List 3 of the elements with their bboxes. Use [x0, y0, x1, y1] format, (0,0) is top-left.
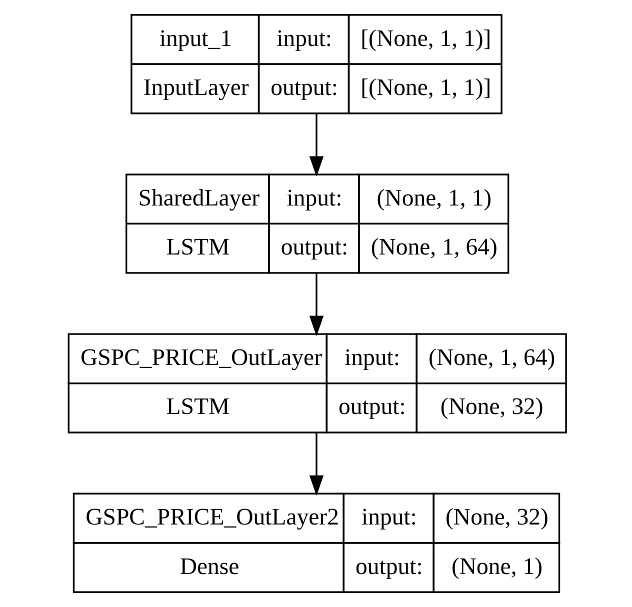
arrow: [308, 273, 324, 336]
arrow: [308, 114, 324, 177]
arrow: [308, 432, 324, 496]
